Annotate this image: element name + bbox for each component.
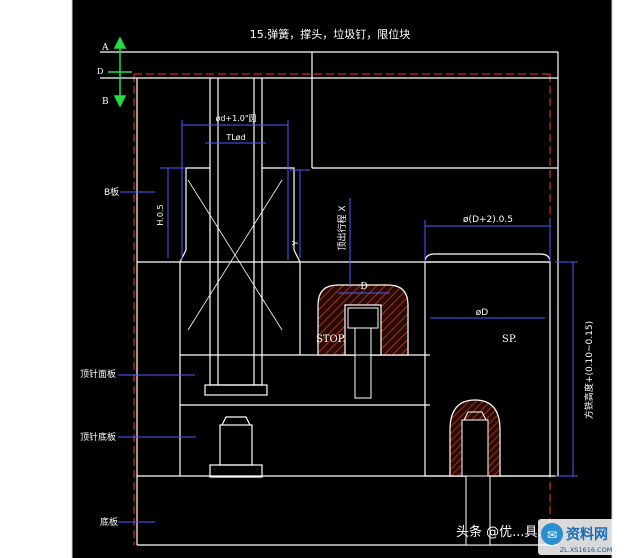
dim-tl: TLød [225,133,245,142]
label-base-plate: 底板 [100,516,118,528]
label-sp: SP. [502,334,517,345]
support-head [449,399,501,546]
label-a: A [101,43,109,53]
dim-hole: ød+1.0"圆 [215,114,256,123]
dim-height: 方铁高度+(0.10~0.15) [583,321,595,419]
stop-pin-bottom [209,416,263,478]
dim-h05: H.0.5 [156,204,165,225]
drawing-canvas [72,0,612,558]
dimension-lines [118,120,578,523]
mold-plates [100,51,559,546]
stop-block [317,284,409,399]
watermark: 头条 @优...具... ✉ 资料网 ZL.XS1616.COM [456,519,636,555]
spring-pocket [179,167,301,263]
dim-dp2: ø(D+2).0.5 [463,215,513,225]
dim-y: Y [291,240,300,246]
label-ejector-face: 顶针面板 [80,368,116,380]
label-b: B [102,97,109,107]
label-ejector-base: 顶针底板 [80,431,116,443]
label-b-plate: B板 [104,186,119,198]
watermark-source: 头条 @优...具... [456,524,550,540]
dim-stroke: 顶出行程 X [336,205,348,250]
dim-phid: øD [476,308,489,318]
drawing-title: 15.弹簧，撑头，垃圾钉，限位块 [250,27,411,41]
ab-arrows [108,36,132,108]
dim-d: D [360,282,367,292]
watermark-site-url: ZL.XS1616.COM [560,546,613,554]
guide-pin [187,78,283,396]
label-d-small: D [97,67,103,76]
watermark-logo-icon: ✉ [547,528,557,542]
label-stop: STOP. [316,334,346,345]
watermark-site-name: 资料网 [566,526,608,543]
